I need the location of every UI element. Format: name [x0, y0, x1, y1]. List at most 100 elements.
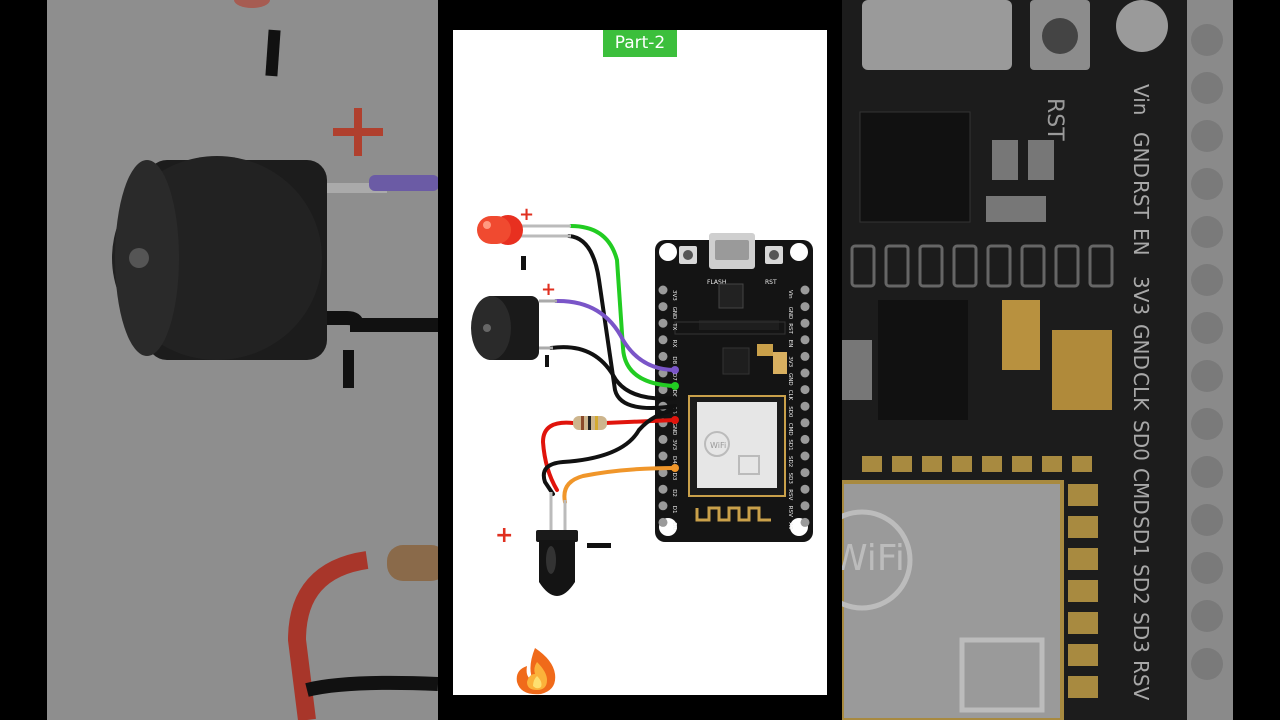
zoom-pad-gold	[982, 456, 1002, 472]
buzzer	[471, 296, 557, 360]
zoom-pad	[1020, 244, 1046, 288]
wire-black-sensor	[541, 408, 677, 496]
pin-label-right: GND	[787, 307, 793, 320]
pin-label-right: GND	[787, 373, 793, 386]
pin-left	[658, 385, 668, 395]
zoom-pin-label: CLK	[1129, 372, 1153, 411]
left-blurred-content	[47, 0, 438, 720]
pin-right	[800, 302, 810, 312]
zoom-pad	[1088, 244, 1114, 288]
right-pin-header	[800, 285, 810, 527]
wire-purple-buzzer	[554, 298, 677, 372]
zoom-pin-label: EN	[1129, 228, 1153, 256]
zoom-pin	[1191, 552, 1223, 584]
zoom-pin-label: SD1	[1129, 516, 1153, 557]
pin-label-left: 3V3	[671, 290, 677, 301]
zoom-pad-gold	[1042, 456, 1062, 472]
pin-left	[658, 451, 668, 461]
pin-label-left: D3	[671, 473, 677, 481]
pin-left	[658, 517, 668, 527]
zoom-pin	[1191, 216, 1223, 248]
pin-label-right: CLK	[787, 390, 793, 401]
minus-marker	[265, 29, 281, 77]
wire-black-led	[567, 234, 677, 410]
pin-label-right: Vin	[787, 290, 793, 299]
zoom-pad-gold	[922, 456, 942, 472]
pin-right	[800, 434, 810, 444]
zoom-pin-label: Vin	[1129, 84, 1153, 115]
left-zoom-illustration	[47, 0, 438, 720]
zoom-pad	[918, 244, 944, 288]
zoom-pad-gold-side	[1068, 676, 1098, 698]
zoom-pad	[952, 244, 978, 288]
pin-right	[800, 501, 810, 511]
zoom-pad-gold-side	[1068, 612, 1098, 634]
zoom-pin-label: GND	[1129, 324, 1153, 370]
esp-shield	[697, 402, 777, 488]
pin-label-right: A0	[787, 522, 793, 530]
zoom-pin	[1191, 24, 1223, 56]
zoom-pin-label: RSV	[1129, 660, 1153, 701]
minus-marker-2	[343, 350, 354, 388]
pin-left	[658, 318, 668, 328]
zoom-pin	[1191, 264, 1223, 296]
zoom-pin-label: SD3	[1129, 612, 1153, 653]
pin-right	[800, 385, 810, 395]
pin-label-right: CMD	[787, 423, 793, 436]
pin-right	[800, 351, 810, 361]
pin-label-right: 3V3	[787, 356, 793, 367]
pin-right	[800, 285, 810, 295]
pin-label-left: D2	[671, 489, 677, 497]
pin-left	[658, 468, 668, 478]
zoom-pad	[1054, 244, 1080, 288]
left-blurred-panel	[0, 0, 438, 720]
pin-right	[800, 401, 810, 411]
plus-marker	[333, 108, 383, 156]
zoom-pad-gold	[1072, 456, 1092, 472]
minus-marker-sensor	[587, 543, 611, 548]
zoom-pad	[986, 244, 1012, 288]
minus-marker-buzzer	[545, 355, 549, 367]
flame-sensor	[536, 492, 578, 596]
pcb-antenna	[695, 506, 771, 522]
pin-label-left: D7	[671, 373, 677, 381]
zoom-pin	[1191, 600, 1223, 632]
pin-left	[658, 285, 668, 295]
pin-label-left: D0	[671, 522, 677, 530]
plus-marker-led: +	[519, 204, 534, 225]
zoom-pin-label: GND	[1129, 132, 1153, 178]
pin-label-right: EN	[787, 340, 793, 348]
pin-right	[800, 335, 810, 345]
pin-label-right: SD0	[787, 406, 793, 418]
pin-left	[658, 302, 668, 312]
pin-label-left: 3V3	[671, 439, 677, 450]
part-badge: Part-2	[603, 30, 677, 57]
pin-right	[800, 468, 810, 478]
pin-label-left: D1	[671, 506, 677, 514]
zoom-pin-label: 3V3	[1129, 276, 1153, 315]
zoom-pin	[1191, 504, 1223, 536]
zoom-pad-gold	[1012, 456, 1032, 472]
pin-label-left: GND	[671, 307, 677, 320]
pin-right	[800, 517, 810, 527]
buzzer-zoom	[112, 156, 327, 360]
pin-label-left: TX	[671, 322, 677, 330]
pin-label-left: RX	[671, 340, 677, 348]
zoom-pin	[1191, 120, 1223, 152]
pin-left	[658, 501, 668, 511]
pin-label-right: RSV	[787, 489, 793, 500]
flash-label: FLASH	[707, 279, 726, 286]
flame-icon	[516, 648, 556, 695]
wire-black-buzzer	[549, 345, 677, 401]
pin-right	[800, 318, 810, 328]
zoom-pad-gold-side	[1068, 580, 1098, 602]
zoom-pad	[850, 244, 876, 288]
pin-left	[658, 351, 668, 361]
wire-red-sensor	[541, 420, 575, 492]
pin-label-right: SD3	[787, 473, 793, 485]
rst-label-zoom: RST	[1042, 98, 1067, 141]
